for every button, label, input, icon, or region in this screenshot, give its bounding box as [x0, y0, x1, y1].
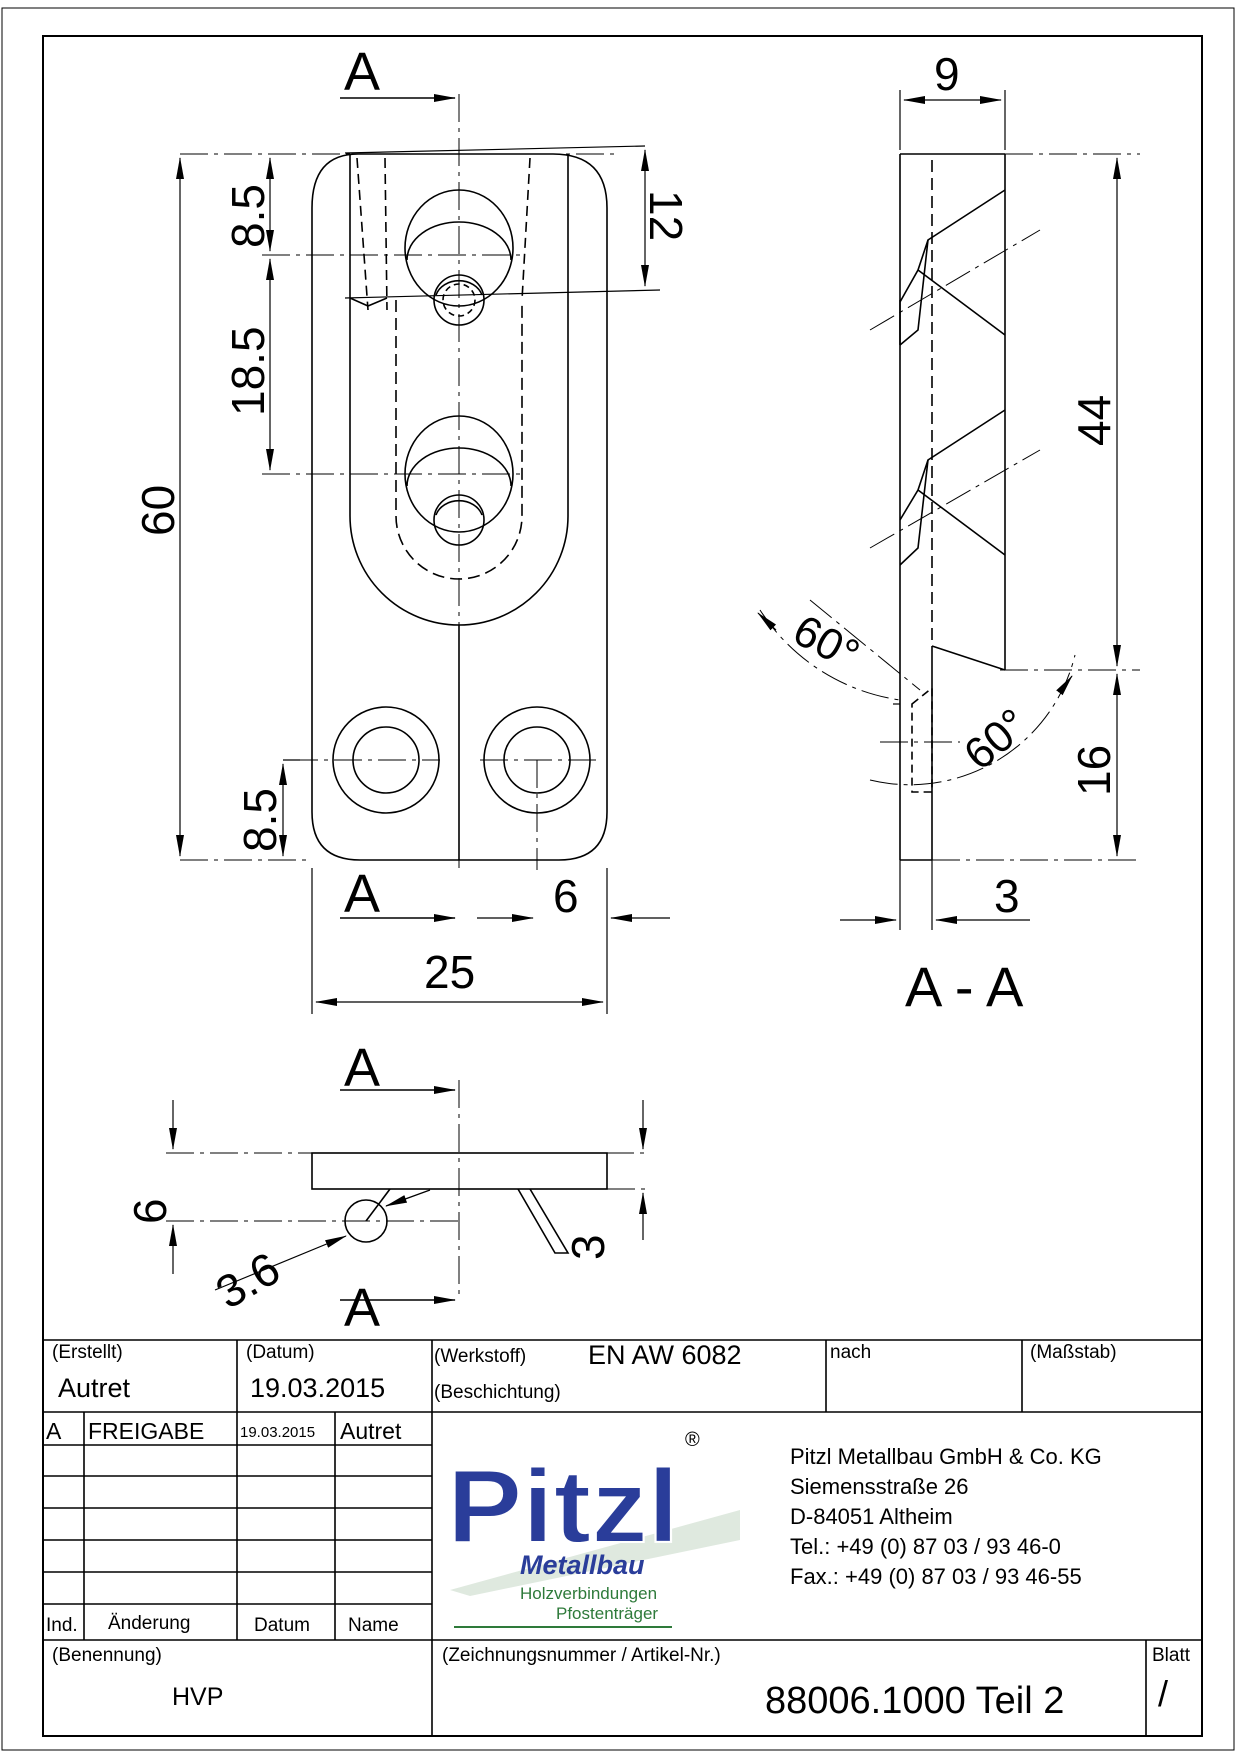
datum-value: 19.03.2015 — [250, 1373, 385, 1403]
massstab-label: (Maßstab) — [1030, 1342, 1117, 1363]
dim-18-5: 18.5 — [222, 326, 274, 416]
rev-ind: A — [46, 1418, 62, 1444]
zeichnungsnummer-label: (Zeichnungsnummer / Artikel-Nr.) — [442, 1645, 721, 1666]
section-mark-a-top: A — [344, 42, 380, 102]
beschichtung-label: (Beschichtung) — [434, 1382, 561, 1403]
rev-header-name: Name — [348, 1615, 399, 1636]
title-block-text: (Erstellt) Autret (Datum) 19.03.2015 (We… — [46, 1340, 1191, 1722]
front-view-dimensions — [176, 149, 670, 1014]
section-labels: A A A A A - A — [344, 42, 1024, 1338]
rev-header-datum: Datum — [254, 1615, 310, 1636]
company-street: Siemensstraße 26 — [790, 1474, 969, 1499]
section-mark-a-plan-top: A — [344, 1038, 380, 1098]
blatt-value: / — [1158, 1673, 1168, 1714]
logo-sub: Metallbau — [520, 1550, 645, 1580]
rev-header-aenderung: Änderung — [108, 1613, 190, 1634]
erstellt-label: (Erstellt) — [52, 1342, 123, 1363]
rev-name: Autret — [340, 1418, 402, 1444]
dim-3-6: 3.6 — [207, 1242, 288, 1319]
dim-25: 25 — [424, 946, 475, 998]
dim-3-top: 3 — [562, 1234, 614, 1260]
logo-registered: ® — [685, 1429, 700, 1451]
section-mark-a-bottom: A — [344, 864, 380, 924]
plan-view-dimensions — [169, 1086, 647, 1304]
dim-3-side: 3 — [994, 870, 1020, 922]
benennung-value: HVP — [172, 1683, 223, 1711]
dimension-labels: 60 8.5 18.5 8.5 12 25 6 9 44 16 3 60° 60… — [124, 48, 1120, 1319]
dim-8-5-top: 8.5 — [222, 184, 274, 248]
title-block-lines — [43, 1339, 1202, 1736]
company-city: D-84051 Altheim — [790, 1504, 953, 1529]
section-arrows-front — [340, 94, 456, 922]
company-tel: Tel.: +49 (0) 87 03 / 93 46-0 — [790, 1534, 1061, 1559]
dim-44: 44 — [1068, 395, 1120, 446]
section-title: A - A — [905, 955, 1024, 1018]
rev-aenderung: FREIGABE — [88, 1418, 204, 1444]
sheet-border — [1, 7, 1235, 1751]
front-view — [311, 145, 661, 861]
logo-line1: Holzverbindungen — [520, 1584, 657, 1603]
werkstoff-value: EN AW 6082 — [588, 1340, 742, 1370]
plan-view-centerlines — [166, 1080, 650, 1300]
front-view-centerlines — [180, 94, 620, 870]
logo-line2: Pfostenträger — [556, 1604, 658, 1623]
dim-60deg-a: 60° — [785, 606, 867, 681]
company-logo: Pitzl ® Metallbau Holzverbindungen Pfost… — [446, 1429, 740, 1628]
dim-60: 60 — [132, 485, 184, 536]
erstellt-value: Autret — [58, 1373, 131, 1403]
rev-datum: 19.03.2015 — [240, 1424, 315, 1441]
datum-label: (Datum) — [246, 1342, 315, 1363]
nach-label: nach — [830, 1342, 871, 1363]
section-view-dimensions — [757, 90, 1121, 930]
dim-60deg-b: 60° — [955, 699, 1037, 779]
dim-6-front: 6 — [553, 870, 579, 922]
werkstoff-label: (Werkstoff) — [434, 1346, 526, 1367]
dim-6-top: 6 — [124, 1198, 176, 1224]
company-name: Pitzl Metallbau GmbH & Co. KG — [790, 1444, 1102, 1469]
benennung-label: (Benennung) — [52, 1645, 162, 1666]
blatt-label: Blatt — [1152, 1645, 1191, 1666]
dim-16: 16 — [1068, 745, 1120, 796]
dim-8-5-bottom: 8.5 — [234, 788, 286, 852]
dim-12: 12 — [640, 190, 692, 241]
logo-wordmark: Pitzl — [447, 1449, 679, 1565]
zeichnungsnummer-value: 88006.1000 Teil 2 — [765, 1680, 1064, 1722]
rev-header-ind: Ind. — [46, 1615, 78, 1636]
company-fax: Fax.: +49 (0) 87 03 / 93 46-55 — [790, 1564, 1082, 1589]
section-mark-a-plan-bottom: A — [344, 1278, 380, 1338]
company-address: Pitzl Metallbau GmbH & Co. KG Siemensstr… — [790, 1444, 1102, 1589]
dim-9: 9 — [934, 48, 960, 100]
